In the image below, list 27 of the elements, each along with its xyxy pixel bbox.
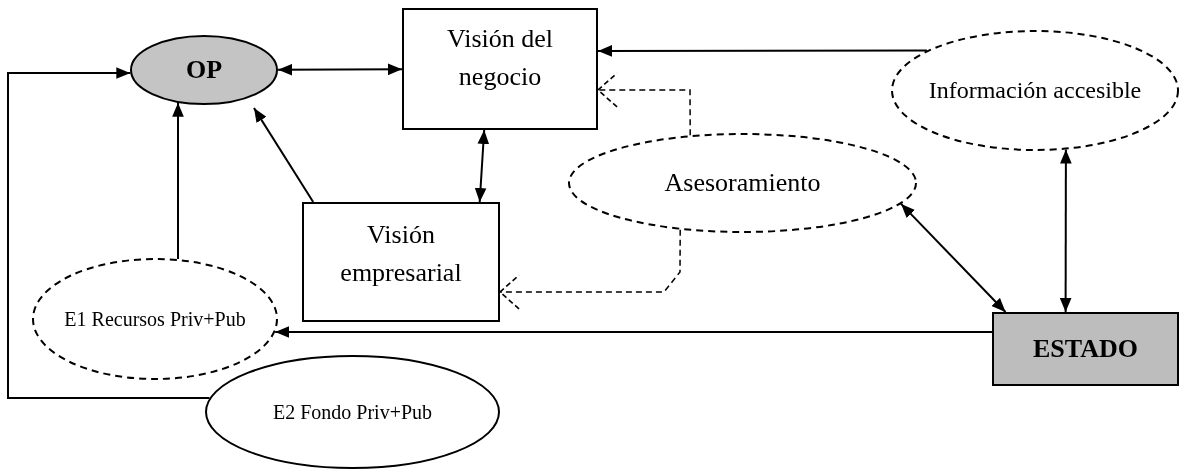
process-box	[302, 202, 500, 322]
process-box	[992, 312, 1179, 386]
arrow	[172, 101, 184, 261]
ellipse-node	[130, 35, 278, 105]
node-label: Información accesible	[927, 76, 1143, 106]
node-label: Visión del negocio	[445, 23, 554, 93]
node-label: ESTADO	[1032, 333, 1139, 366]
arrow	[277, 63, 403, 76]
hollow-arrow	[597, 72, 691, 137]
ellipse-node	[32, 258, 278, 380]
arrow	[474, 129, 490, 203]
arrow	[253, 107, 315, 203]
node-label: Asesoramiento	[663, 167, 822, 200]
ellipse-node	[891, 30, 1179, 151]
ellipse-node	[568, 133, 917, 233]
node-label: E1 Recursos Priv+Pub	[63, 306, 247, 332]
node-label: Visión empresarial	[339, 219, 463, 289]
hollow-arrow	[499, 228, 681, 310]
arrow	[274, 326, 993, 338]
ellipse-node	[205, 355, 500, 469]
arrow	[7, 67, 211, 399]
arrow	[597, 45, 928, 57]
node-label: E2 Fondo Priv+Pub	[271, 399, 434, 425]
node-label: OP	[184, 54, 224, 87]
process-box	[402, 8, 598, 130]
arrow	[1059, 148, 1072, 313]
arrow	[900, 202, 1007, 313]
